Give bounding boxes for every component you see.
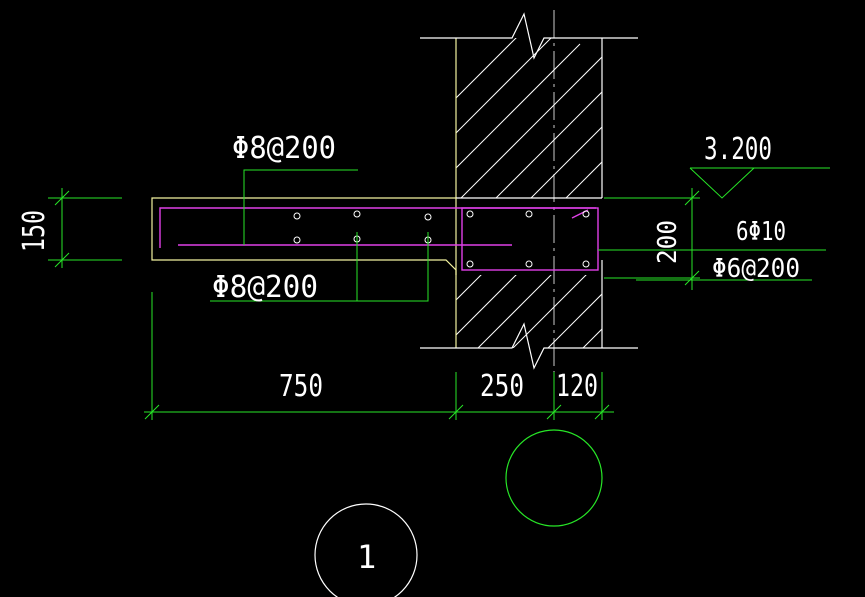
slab-rebar <box>159 207 599 271</box>
label-beam-main-bars: 6Φ10 <box>736 217 786 247</box>
label-top-rebar: Φ8@200 <box>232 131 336 166</box>
wall-section <box>420 10 638 415</box>
label-slab-thickness: 150 <box>17 210 52 252</box>
elevation-mark <box>689 167 830 199</box>
label-bottom-rebar: Φ8@200 <box>212 270 318 305</box>
label-elevation: 3.200 <box>704 132 772 167</box>
label-dim-wall: 120 <box>556 369 598 404</box>
beam-stirrup <box>461 207 599 271</box>
label-dim-beam: 250 <box>480 369 524 404</box>
wall-hatch-upper <box>456 38 602 198</box>
label-dim-overhang: 750 <box>279 369 323 404</box>
rebar-dots <box>293 210 590 268</box>
label-beam-stirrups: Φ6@200 <box>712 254 800 284</box>
wall-break-line-top <box>420 12 638 60</box>
leader-bottom-rebar <box>210 232 429 302</box>
dimensions <box>48 188 700 420</box>
detail-number-circle <box>314 503 418 597</box>
leader-top-rebar <box>243 169 358 245</box>
leader-lines <box>210 169 826 302</box>
slab-top-rebar <box>159 207 596 248</box>
wall-break-line-bottom <box>420 322 638 370</box>
slab-outline <box>151 197 602 275</box>
label-beam-depth: 200 <box>653 220 683 264</box>
label-detail-number: 1 <box>357 538 376 576</box>
wall-hatch-lower <box>456 275 602 348</box>
axis-circle <box>505 429 603 527</box>
